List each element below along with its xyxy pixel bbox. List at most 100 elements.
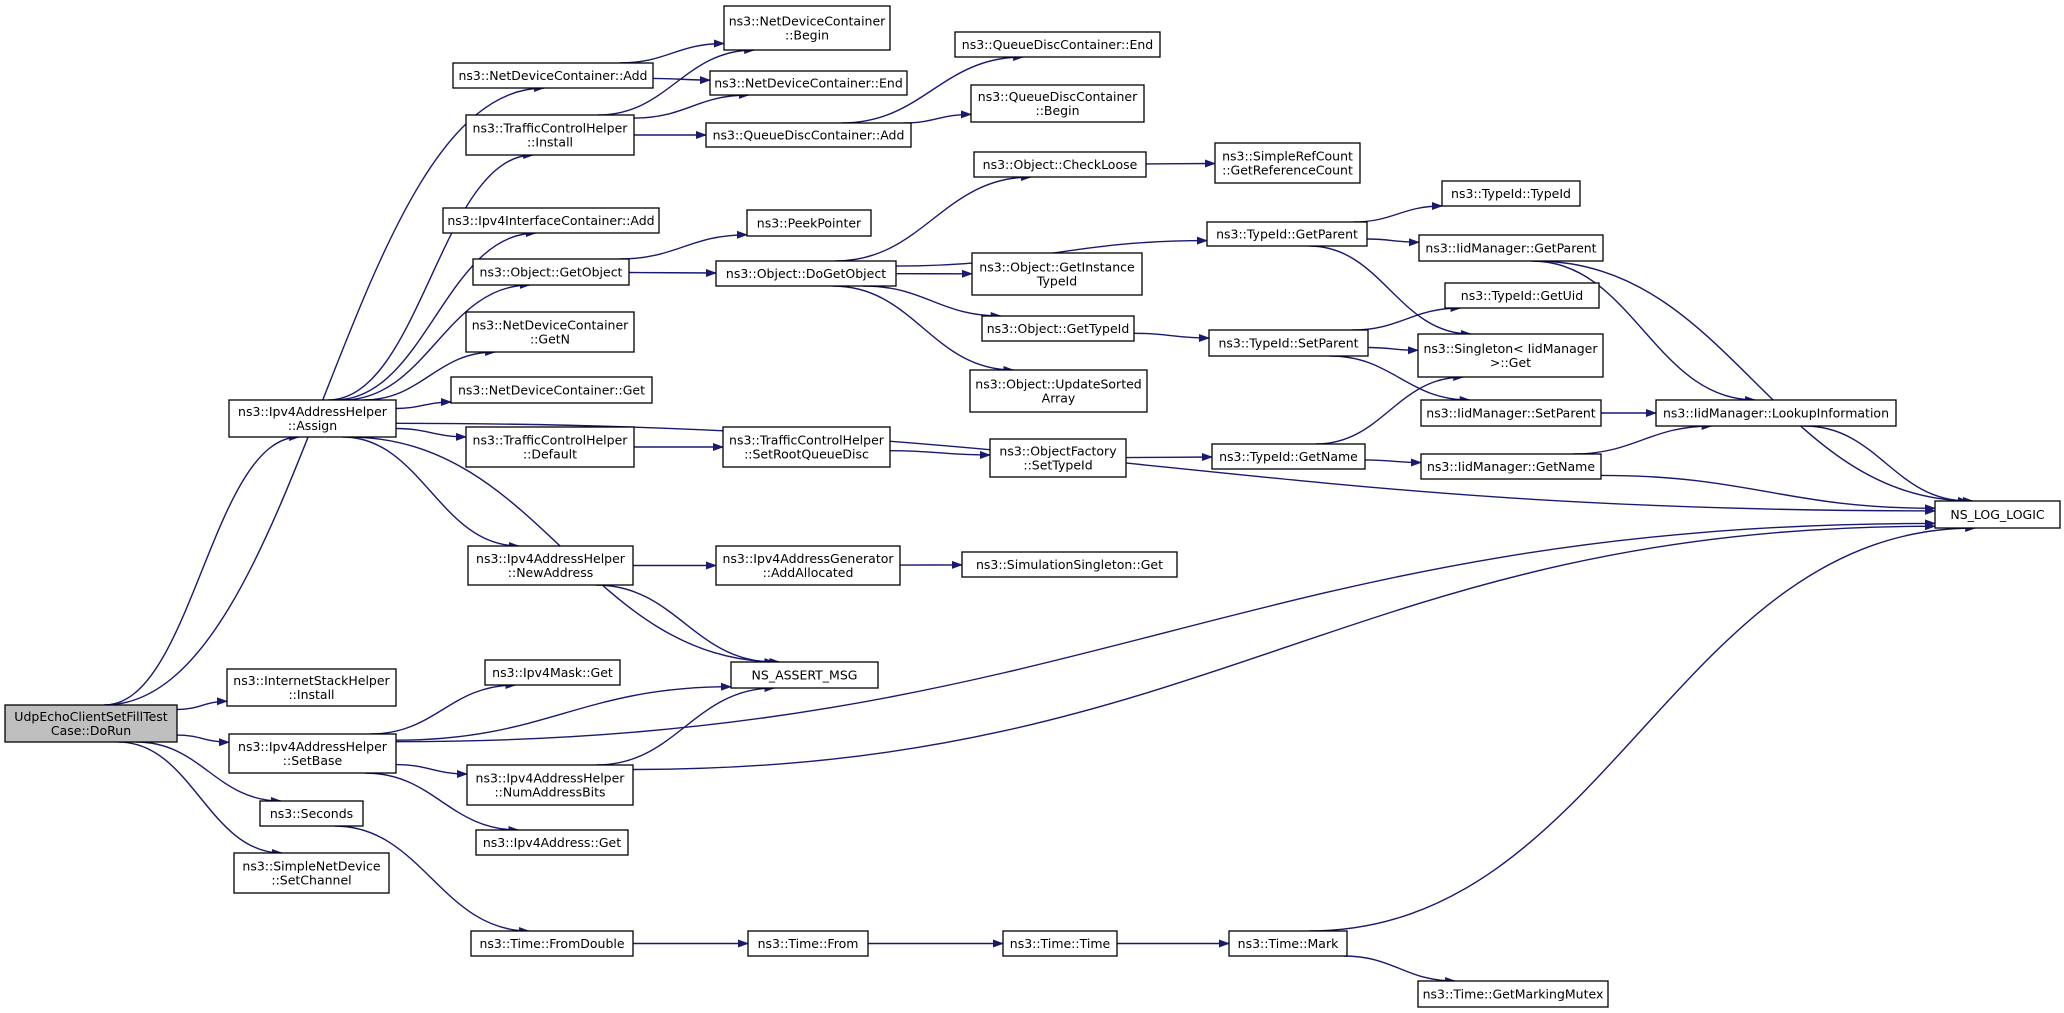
node-box [226, 668, 397, 707]
function-node-ndc-getn[interactable]: ns3::NetDeviceContainer::GetN [465, 311, 635, 353]
node-label: Case::DoRun [51, 723, 131, 738]
function-node-time-mark[interactable]: ns3::Time::Mark [1228, 930, 1348, 957]
node-box [973, 151, 1147, 178]
node-label: ns3::Object::GetInstance [979, 260, 1135, 275]
node-box [1208, 329, 1369, 357]
node-box [705, 122, 912, 148]
function-node-tch-default[interactable]: ns3::TrafficControlHelper::Default [465, 426, 635, 468]
node-label: TypeId [1036, 274, 1077, 289]
function-node-seconds[interactable]: ns3::Seconds [259, 800, 364, 827]
function-node-objfactory-settypeid[interactable]: ns3::ObjectFactory::SetTypeId [989, 438, 1127, 478]
node-label: Array [1042, 391, 1076, 406]
function-node-tch-setrootqueuedisc[interactable]: ns3::TrafficControlHelper::SetRootQueueD… [722, 426, 891, 468]
function-node-typeid-getparent[interactable]: ns3::TypeId::GetParent [1206, 221, 1368, 247]
function-node-time-fromdouble[interactable]: ns3::Time::FromDouble [470, 930, 634, 957]
node-box [228, 733, 397, 774]
node-box [1002, 930, 1118, 957]
node-box [233, 852, 390, 894]
node-label: ns3::PeekPointer [757, 216, 862, 231]
function-node-time-getmarkingmutex[interactable]: ns3::Time::GetMarkingMutex [1417, 980, 1609, 1008]
function-node-ish-install[interactable]: ns3::InternetStackHelper::Install [226, 668, 397, 707]
function-node-ipv4mask-get[interactable]: ns3::Ipv4Mask::Get [484, 659, 621, 686]
node-label: ns3::Ipv4Mask::Get [492, 665, 613, 680]
function-node-simplerefcount[interactable]: ns3::SimpleRefCount::GetReferenceCount [1214, 142, 1361, 184]
function-node-ns-assert-msg[interactable]: NS_ASSERT_MSG [730, 661, 879, 689]
function-node-ndc-end[interactable]: ns3::NetDeviceContainer::End [709, 70, 908, 96]
function-node-obj-checkloose[interactable]: ns3::Object::CheckLoose [973, 151, 1147, 178]
node-box [969, 369, 1148, 413]
call-edges [104, 39, 1977, 985]
call-edge-typeid_getparent-to-iid_getparent [1366, 238, 1420, 247]
function-node-ipv4ah-setbase[interactable]: ns3::Ipv4AddressHelper::SetBase [228, 733, 397, 774]
function-node-ns-log-logic[interactable]: NS_LOG_LOGIC [1934, 500, 2061, 529]
function-node-qdc-end[interactable]: ns3::QueueDiscContainer::End [954, 31, 1161, 58]
node-box [989, 438, 1127, 478]
call-edge-ipv4ah_setbase-to-ipv4mask_get [370, 681, 517, 735]
function-node-obj-dogetobject[interactable]: ns3::Object::DoGetObject [715, 260, 897, 287]
call-edge-time_mark-to-ns_log_logic [1308, 524, 1977, 932]
call-edge-objfactory_settypeid-to-typeid_getname [1125, 453, 1213, 462]
function-nodes: UdpEchoClientSetFillTestCase::DoRunns3::… [4, 5, 2061, 1008]
node-box [1211, 443, 1366, 470]
node-label: >::Get [1490, 355, 1531, 370]
call-edge-root-to-ish_install [176, 697, 228, 711]
node-box [228, 399, 397, 438]
node-label: ns3::Time::Time [1010, 936, 1111, 951]
call-edge-typeid_setparent-to-iid_setparent [1329, 355, 1471, 404]
node-box [709, 70, 908, 96]
function-node-simsingleton-get[interactable]: ns3::SimulationSingleton::Get [961, 551, 1178, 578]
function-node-peekpointer[interactable]: ns3::PeekPointer [746, 209, 872, 237]
function-node-ipv4ic-add[interactable]: ns3::Ipv4InterfaceContainer::Add [442, 207, 660, 234]
call-edge-ipv4ah_newaddress-to-ns_assert_msg [595, 584, 776, 666]
node-label: ns3::IidManager::LookupInformation [1663, 406, 1889, 421]
node-label: ns3::Ipv4AddressHelper [476, 551, 626, 566]
function-node-ndc-get[interactable]: ns3::NetDeviceContainer::Get [450, 376, 653, 404]
function-node-typeid-getname[interactable]: ns3::TypeId::GetName [1211, 443, 1366, 470]
node-label: ns3::Ipv4AddressHelper [476, 771, 626, 786]
function-node-singleton-get[interactable]: ns3::Singleton< IidManager >::Get [1417, 333, 1604, 378]
function-node-snd-setchannel[interactable]: ns3::SimpleNetDevice::SetChannel [233, 852, 390, 894]
node-label: ns3::TypeId::GetParent [1216, 227, 1358, 242]
function-node-typeid-getuid[interactable]: ns3::TypeId::GetUid [1444, 282, 1600, 309]
function-node-time-time[interactable]: ns3::Time::Time [1002, 930, 1118, 957]
function-node-iid-getname[interactable]: ns3::IidManager::GetName [1420, 453, 1602, 480]
node-box [1417, 980, 1609, 1008]
function-node-ipv4ah-assign[interactable]: ns3::Ipv4AddressHelper::Assign [228, 399, 397, 438]
node-box [1206, 221, 1368, 247]
call-edge-typeid_setparent-to-typeid_getuid [1352, 304, 1462, 331]
function-node-iid-setparent[interactable]: ns3::IidManager::SetParent [1420, 399, 1602, 427]
function-node-qdc-add[interactable]: ns3::QueueDiscContainer::Add [705, 122, 912, 148]
call-edge-root-to-ipv4ah_assign [104, 433, 301, 706]
function-node-time-from[interactable]: ns3::Time::From [747, 930, 869, 957]
node-label: ns3::IidManager::GetParent [1425, 241, 1596, 256]
node-label: ns3::QueueDiscContainer::Add [713, 128, 905, 143]
node-label: ns3::TrafficControlHelper [473, 433, 629, 448]
function-node-typeid-typeid[interactable]: ns3::TypeId::TypeId [1441, 180, 1581, 207]
function-node-ndc-add[interactable]: ns3::NetDeviceContainer::Add [452, 62, 654, 89]
node-box [1214, 142, 1361, 184]
node-label: ns3::ObjectFactory [999, 444, 1117, 459]
function-node-ipv4address-get[interactable]: ns3::Ipv4Address::Get [475, 829, 629, 856]
function-node-typeid-setparent[interactable]: ns3::TypeId::SetParent [1208, 329, 1369, 357]
function-node-ipv4ah-numaddressbits[interactable]: ns3::Ipv4AddressHelper::NumAddressBits [466, 764, 634, 806]
node-label: ns3::QueueDiscContainer::End [962, 37, 1153, 52]
function-node-tch-install[interactable]: ns3::TrafficControlHelper::Install [465, 114, 635, 156]
function-node-ipv4ah-newaddress[interactable]: ns3::Ipv4AddressHelper::NewAddress [467, 545, 634, 586]
function-node-iid-lookup[interactable]: ns3::IidManager::LookupInformation [1655, 399, 1897, 427]
call-edge-qdc_add-to-qdc_end [841, 53, 1025, 124]
function-node-ndc-begin[interactable]: ns3::NetDeviceContainer::Begin [723, 5, 891, 51]
function-node-obj-gettypeid[interactable]: ns3::Object::GetTypeId [981, 315, 1135, 342]
node-label: ::Begin [785, 28, 829, 43]
function-node-qdc-begin[interactable]: ns3::QueueDiscContainer::Begin [970, 84, 1145, 123]
node-label: ns3::NetDeviceContainer::Get [458, 383, 645, 398]
node-label: ns3::Ipv4AddressHelper [238, 739, 388, 754]
function-node-iid-getparent[interactable]: ns3::IidManager::GetParent [1418, 234, 1604, 262]
call-edge-obj_getobject-to-obj_dogetobject [628, 268, 717, 277]
function-node-ipv4ag-addallocated[interactable]: ns3::Ipv4AddressGenerator::AddAllocated [715, 545, 901, 586]
function-node-obj-getobject[interactable]: ns3::Object::GetObject [472, 258, 630, 286]
node-box [4, 704, 178, 743]
